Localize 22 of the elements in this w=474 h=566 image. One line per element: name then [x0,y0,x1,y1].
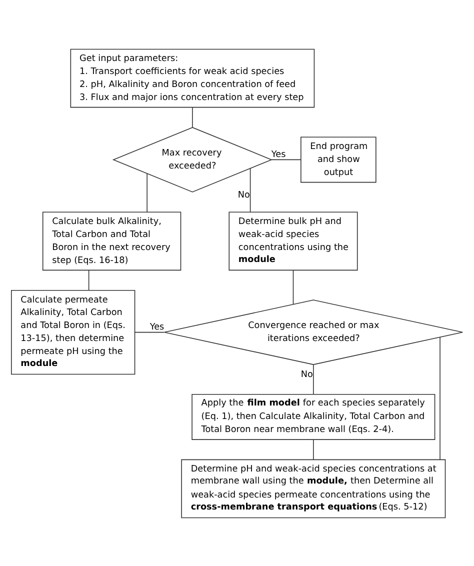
connector [88,269,90,290]
node-box: Calculate permeate Alkalinity, Total Carbon and Total Boron in (Eqs. 13-15), then determine permeate pH using the module [11,289,136,374]
connector [192,106,193,128]
node-box: Apply the film model for each species separately (Eq. 1), then Calculate Alkalinity, Total Carbon and Total Boron near membrane wall (Eqs. 2-4). [192,393,436,440]
node-diamond: Max recovery exceeded? [112,126,273,192]
edge-label: No [238,190,250,200]
connector [250,168,251,212]
connector [292,269,294,304]
node-diamond: Convergence reached or max iterations exceeded? [164,299,463,364]
connector [134,331,164,332]
connector [146,172,148,212]
connector [313,438,314,460]
edge-label: Yes [271,150,286,160]
node-box: Get input parameters: 1. Transport coefficients for weak acid species 2. pH, Alkalinity and Boron concentration of feed 3. Flux and major ions concentration at every step [70,48,315,108]
edge-label: Yes [150,322,164,332]
connector [271,158,302,160]
node-box: Determine pH and weak-acid species concentrations at membrane wall using the module, then Determine all weak-acid species permeate concentrations using the cross-membrane transport equations (Eqs. 5-12) [181,458,446,518]
node-box: Calculate bulk Alkalinity, Total Carbon and Total Boron in the next recovery step (Eqs. 16-18) [42,211,182,270]
connector [313,364,314,394]
node-box: End program and show output [300,136,376,182]
edge-label: No [300,369,313,380]
node-box: Determine bulk pH and weak-acid species concentrations using the module [228,211,358,270]
